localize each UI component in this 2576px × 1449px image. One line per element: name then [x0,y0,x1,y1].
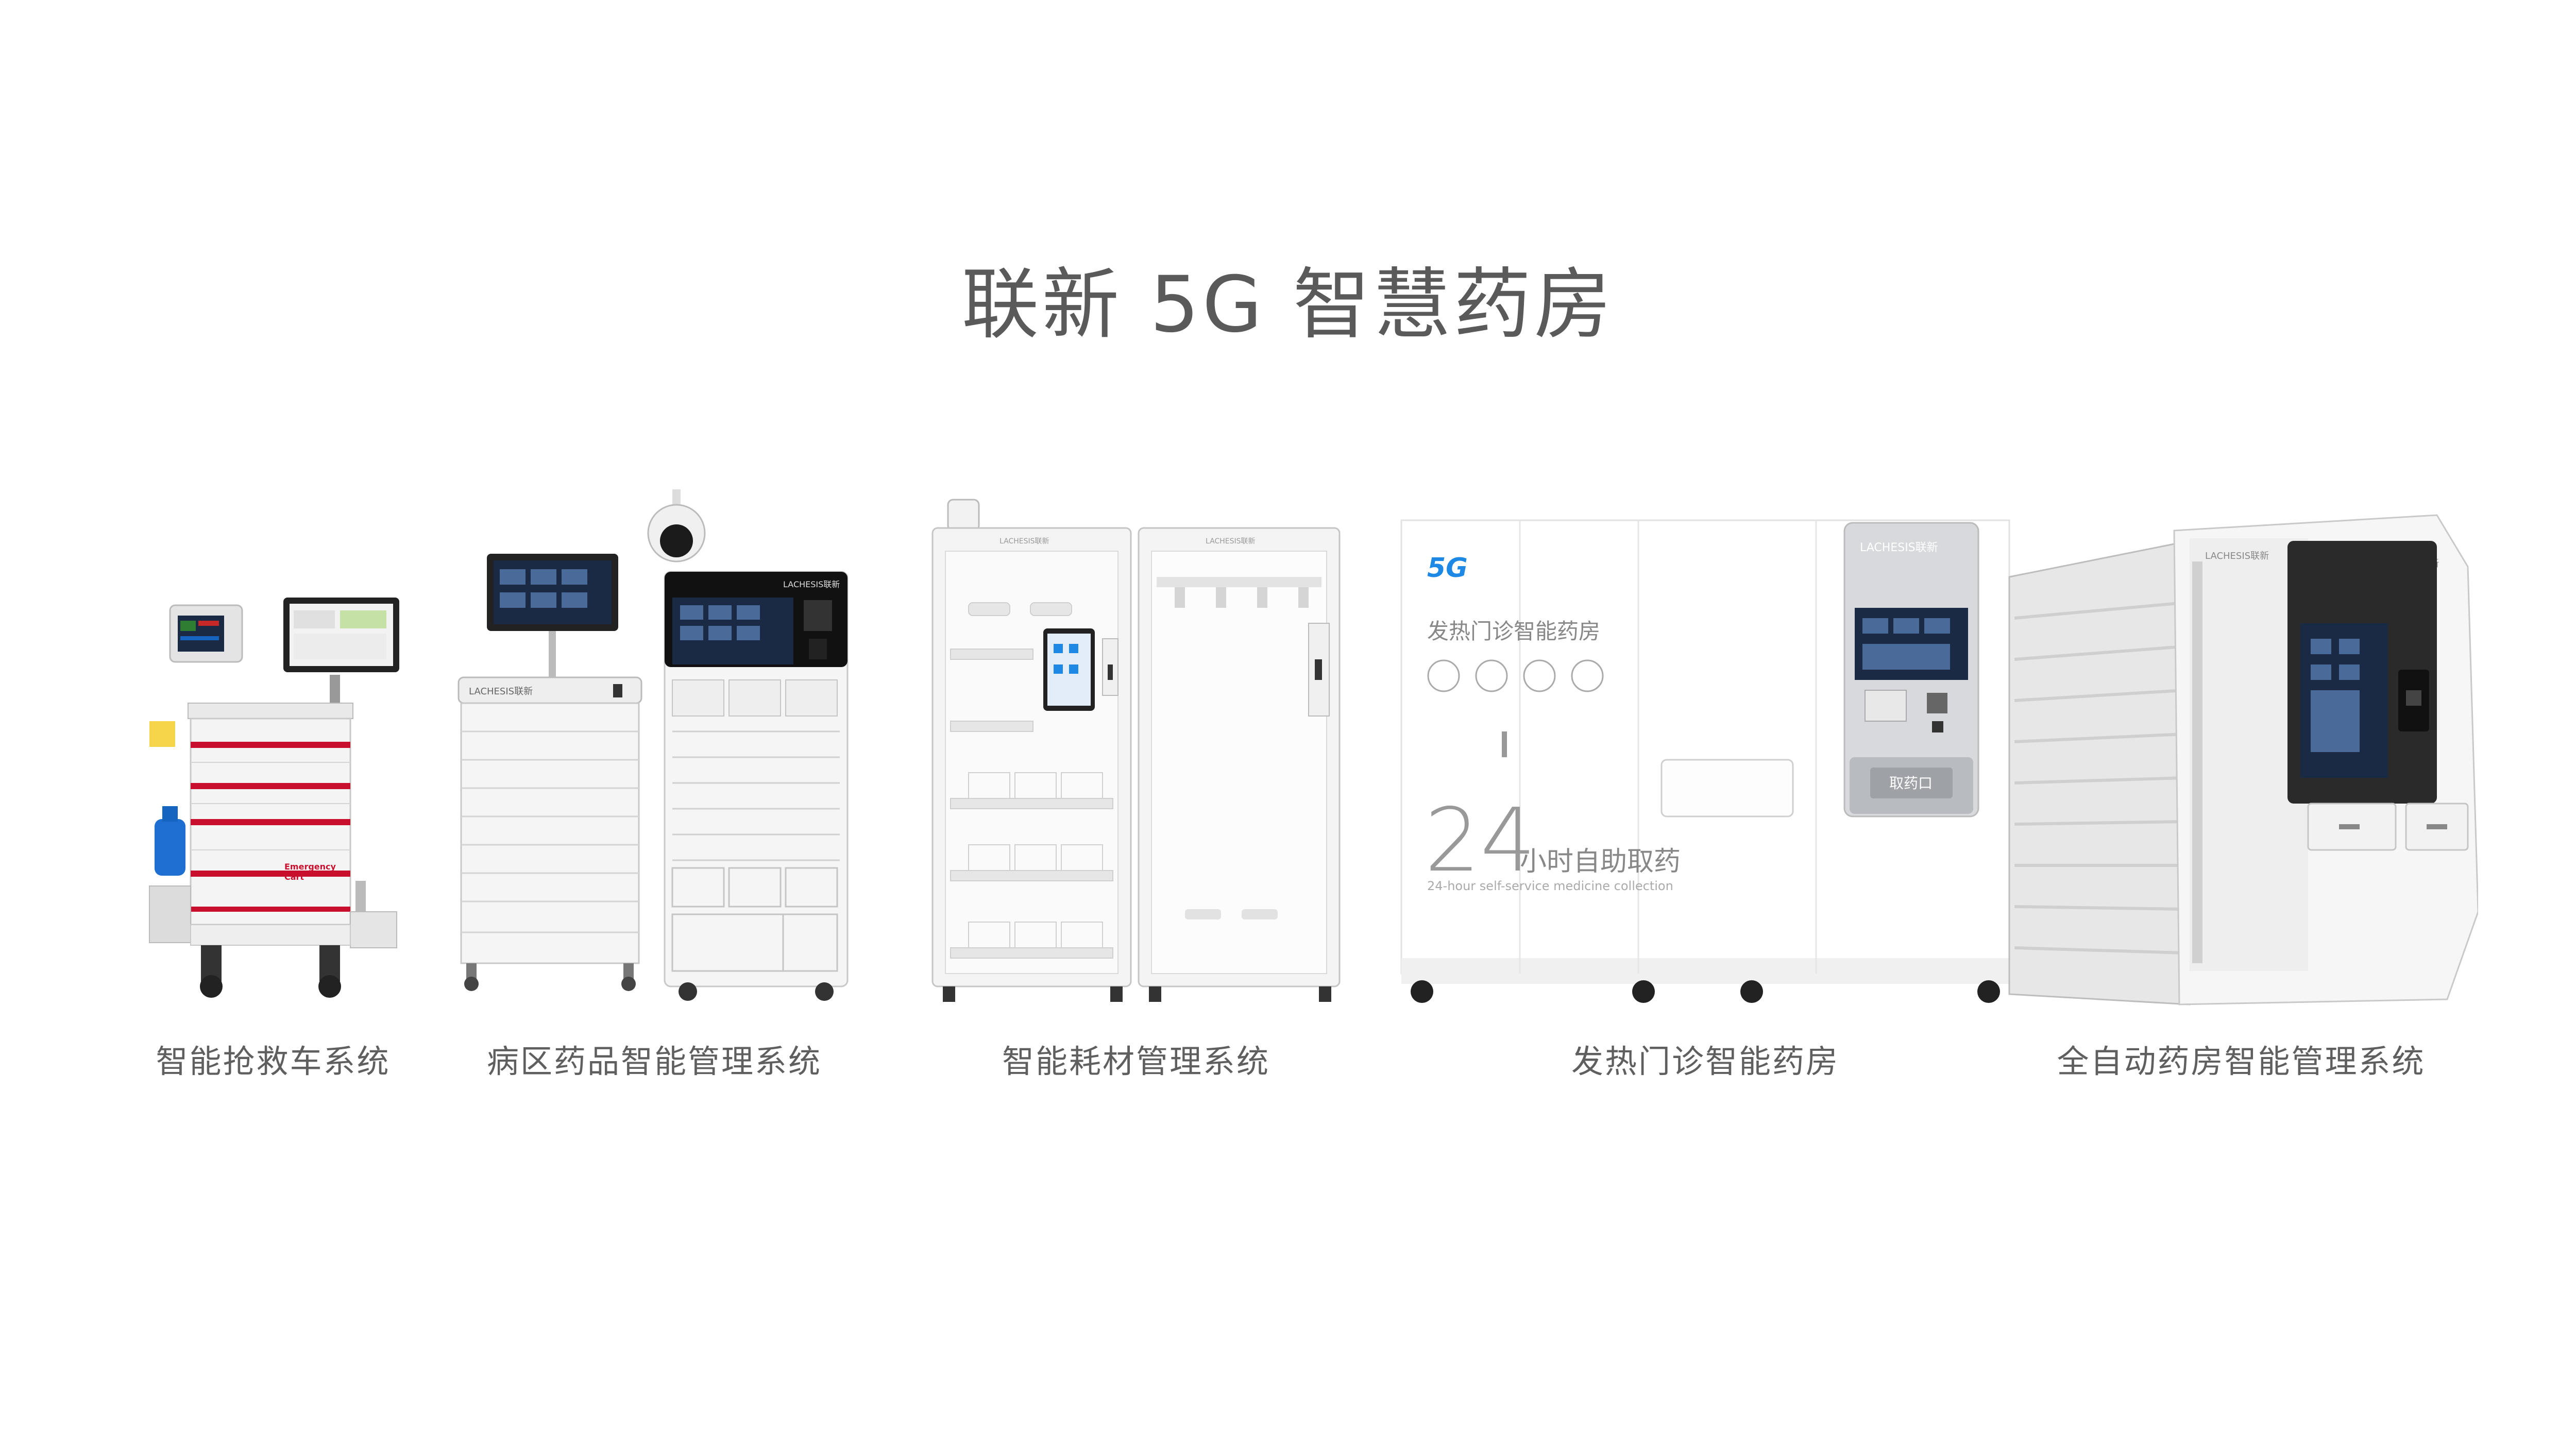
fever-big-number: 24 [1425,790,1536,892]
caption-consumables-cabinet: 智能耗材管理系统 [1002,1043,1270,1080]
caption-ward-cabinet: 病区药品智能管理系统 [486,1043,822,1080]
page-title: 联新 5G 智慧药房 [961,260,1615,350]
cart-label-line1: Emergency [284,862,336,872]
cart-label-line2: Cart [284,872,304,882]
auto-pharmacy-image: LACHESIS联新 LACHESIS联新 [2008,514,2478,1005]
emergency-cart-image: Emergency Cart [149,598,399,998]
fever-pharmacy-image: 5G 发热门诊智能药房 24 小时自助取药 24-hour self-servi… [1400,519,2010,1003]
fever-subtitle-cn: 小时自助取药 [1520,846,1681,877]
fever-5g-badge: 5G [1427,553,1468,584]
fever-subtitle-en: 24-hour self-service medicine collection [1427,879,1673,893]
ward-cabinet-brand: LACHESIS联新 [783,579,840,589]
fever-kiosk-brand: LACHESIS联新 [1860,541,1938,554]
fever-pickup-label: 取药口 [1889,775,1933,792]
caption-auto-pharmacy: 全自动药房智能管理系统 [2057,1043,2426,1080]
ward-cabinet-image: LACHESIS联新 LACHESIS联新 [457,489,849,1001]
consumables-left-brand: LACHESIS联新 [999,537,1049,545]
auto-pharmacy-side-brand: LACHESIS联新 [2205,551,2269,561]
fever-heading: 发热门诊智能药房 [1427,619,1600,644]
ward-trolley-brand: LACHESIS联新 [469,686,533,697]
consumables-cabinet-image: LACHESIS联新 LACHESIS联新 [931,499,1341,1002]
caption-emergency-cart: 智能抢救车系统 [156,1043,391,1080]
consumables-right-brand: LACHESIS联新 [1206,537,1256,545]
caption-fever-pharmacy: 发热门诊智能药房 [1571,1043,1839,1080]
